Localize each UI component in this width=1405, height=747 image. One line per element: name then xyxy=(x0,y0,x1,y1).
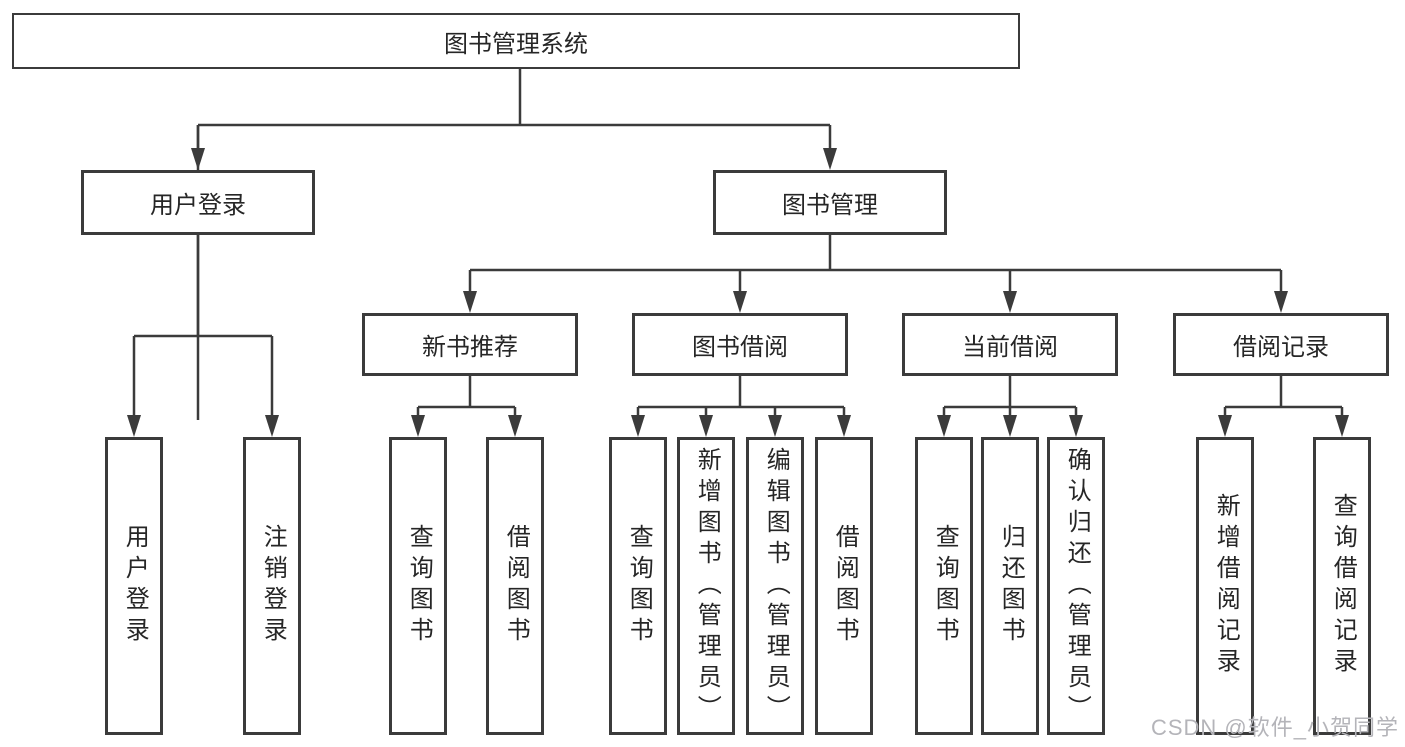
leaf-records-query-label: 查询借阅记录 xyxy=(1329,493,1357,679)
leaf-current-query: 查询图书 xyxy=(915,437,973,735)
node-borrowing-records-label: 借阅记录 xyxy=(1233,334,1329,361)
leaf-records-add-label: 新增借阅记录 xyxy=(1212,493,1240,679)
node-current-borrowing-label: 当前借阅 xyxy=(962,334,1058,361)
leaf-borrowing-add: 新增图书（管理员） xyxy=(677,437,735,735)
watermark-text: CSDN @软件_小贺同学 xyxy=(1150,715,1399,740)
leaf-borrowing-borrow: 借阅图书 xyxy=(815,437,873,735)
leaf-borrowing-query-label: 查询图书 xyxy=(625,524,653,648)
leaf-borrowing-borrow-label: 借阅图书 xyxy=(831,524,859,648)
node-root: 图书管理系统 xyxy=(12,13,1020,69)
leaf-current-return-label: 归还图书 xyxy=(997,524,1025,648)
node-book-management-label: 图书管理 xyxy=(782,192,878,219)
leaf-current-query-label: 查询图书 xyxy=(931,524,959,648)
leaf-borrowing-edit-label: 编辑图书（管理员） xyxy=(762,446,790,726)
leaf-user-login: 用户登录 xyxy=(105,437,163,735)
node-root-label: 图书管理系统 xyxy=(444,30,588,58)
leaf-borrowing-add-label: 新增图书（管理员） xyxy=(693,446,721,726)
leaf-records-add: 新增借阅记录 xyxy=(1196,437,1254,735)
leaf-newbooks-query: 查询图书 xyxy=(389,437,447,735)
leaf-logout-label: 注销登录 xyxy=(259,524,287,648)
leaf-records-query: 查询借阅记录 xyxy=(1313,437,1371,735)
node-book-borrowing: 图书借阅 xyxy=(632,313,848,376)
node-borrowing-records: 借阅记录 xyxy=(1173,313,1389,376)
node-book-management: 图书管理 xyxy=(713,170,947,235)
leaf-newbooks-borrow-label: 借阅图书 xyxy=(502,524,530,648)
node-user-login: 用户登录 xyxy=(81,170,315,235)
leaf-newbooks-borrow: 借阅图书 xyxy=(486,437,544,735)
leaf-borrowing-edit: 编辑图书（管理员） xyxy=(746,437,804,735)
node-new-book-recommend-label: 新书推荐 xyxy=(422,334,518,361)
leaf-current-return: 归还图书 xyxy=(981,437,1039,735)
leaf-borrowing-query: 查询图书 xyxy=(609,437,667,735)
leaf-user-login-label: 用户登录 xyxy=(121,524,149,648)
arrowheads xyxy=(127,148,1349,437)
leaf-logout: 注销登录 xyxy=(243,437,301,735)
node-current-borrowing: 当前借阅 xyxy=(902,313,1118,376)
leaf-current-confirm-return-label: 确认归还（管理员） xyxy=(1063,446,1091,726)
node-new-book-recommend: 新书推荐 xyxy=(362,313,578,376)
node-user-login-label: 用户登录 xyxy=(150,192,246,219)
leaf-newbooks-query-label: 查询图书 xyxy=(405,524,433,648)
node-book-borrowing-label: 图书借阅 xyxy=(692,334,788,361)
leaf-current-confirm-return: 确认归还（管理员） xyxy=(1047,437,1105,735)
